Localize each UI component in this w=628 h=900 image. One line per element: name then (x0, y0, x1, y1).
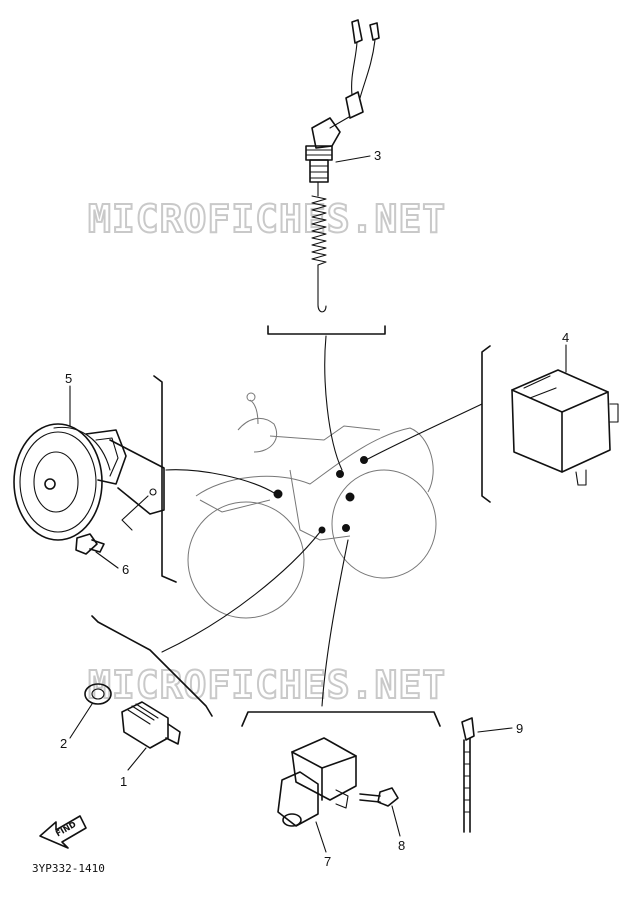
part-8-bolt (359, 787, 401, 837)
bracket-part-3 (267, 325, 386, 335)
bracket-part-4 (481, 345, 491, 503)
callout-6: 6 (122, 562, 129, 577)
connection-lines (161, 335, 483, 707)
callout-8: 8 (398, 838, 405, 853)
part-1-switch (121, 701, 181, 771)
callout-9: 9 (516, 721, 523, 736)
watermark-top: MICROFICHES.NET (88, 197, 446, 241)
diagram-code: 3YP332-1410 (32, 862, 105, 875)
part-2-washer (69, 683, 112, 739)
bracket-part-5-6 (153, 375, 177, 583)
motorcycle-silhouette (187, 392, 437, 619)
callout-7: 7 (324, 854, 331, 869)
part-3-switch-assembly (305, 19, 380, 313)
callout-5: 5 (65, 371, 72, 386)
part-5-horn (13, 385, 165, 541)
part-6-bolt (75, 533, 119, 569)
bracket-part-1-2 (91, 615, 213, 717)
callout-2: 2 (60, 736, 67, 751)
watermark-bottom: MICROFICHES.NET (88, 663, 446, 707)
callout-3: 3 (374, 148, 381, 163)
callout-4: 4 (562, 330, 569, 345)
find-arrow-icon: FIND (39, 815, 87, 849)
callout-1: 1 (120, 774, 127, 789)
part-9-cable-tie (461, 717, 513, 833)
bracket-part-7-8 (241, 711, 441, 727)
part-4-relay-unit (511, 344, 619, 486)
part-7-sensor (277, 737, 357, 853)
